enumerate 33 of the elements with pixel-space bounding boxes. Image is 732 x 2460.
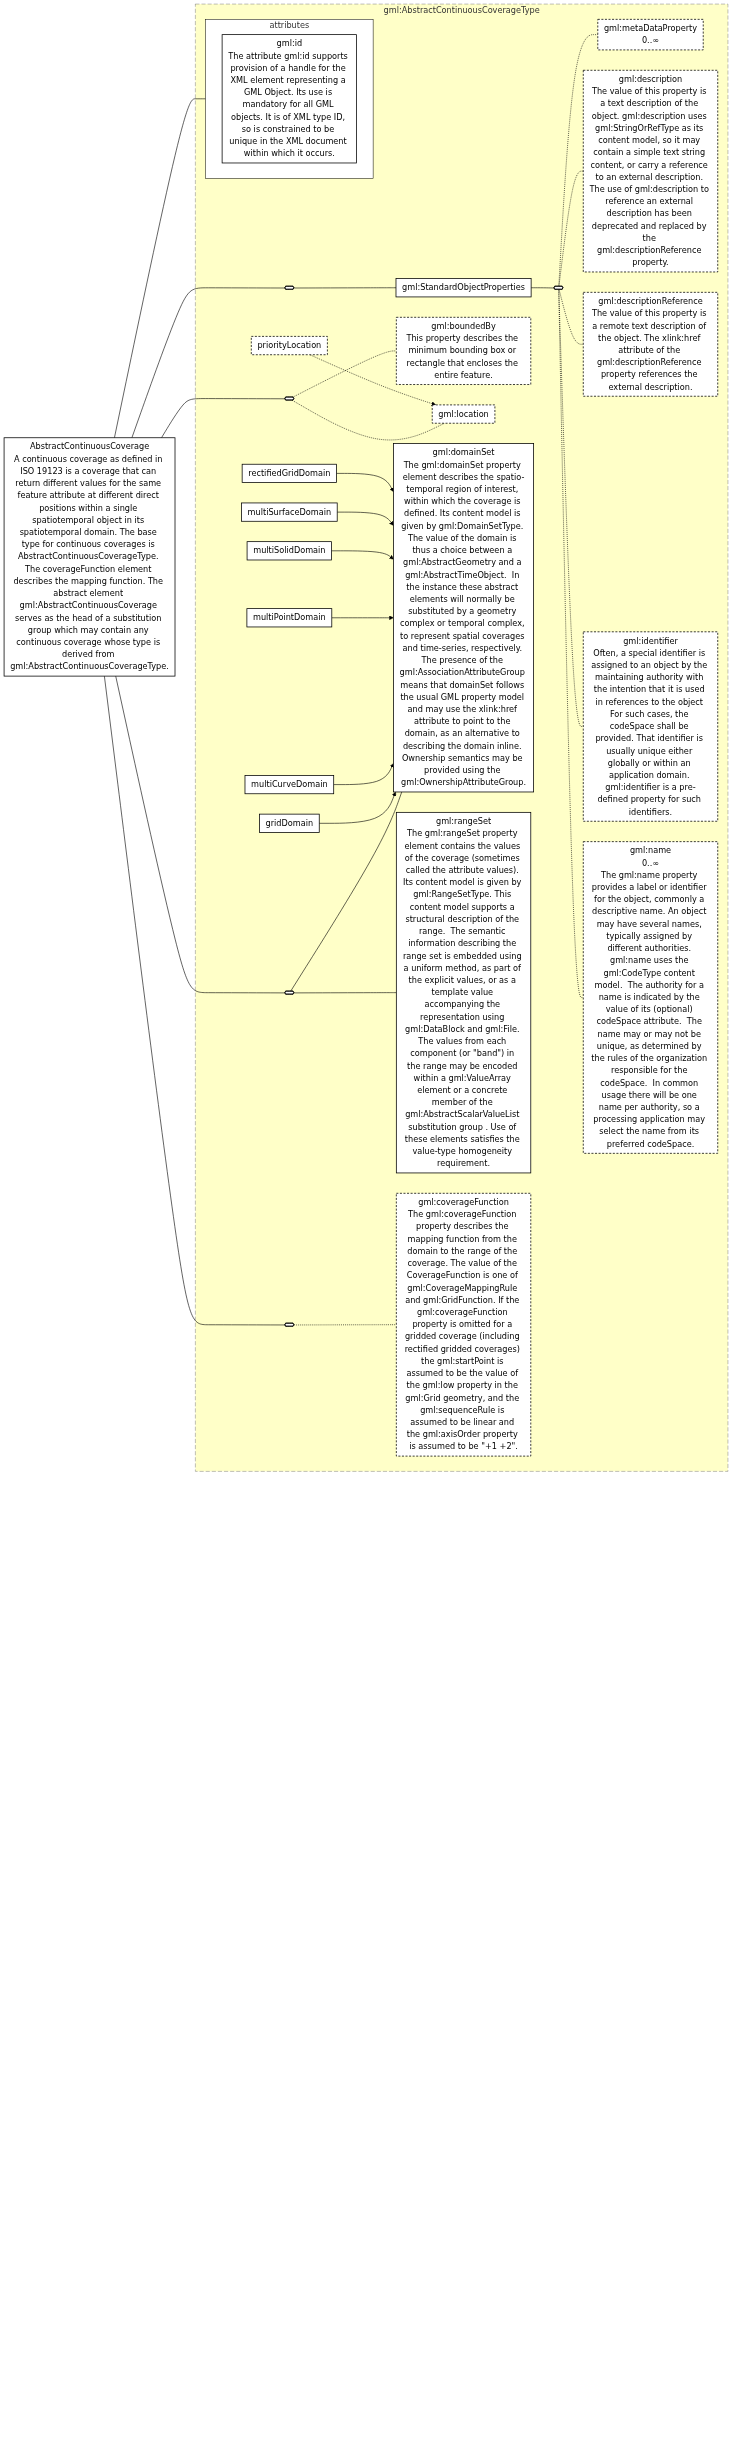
connector: [161, 398, 286, 439]
node-box: gml:rangeSet The gml:rangeSet property element contains the values of the coverage (sometimes called the attribute values). Its content model is given by gml:RangeSetType. This content model supports a structural description of the range. The semantic information describing the range set is embedded using a uniform method, as part of the explicit values, or as a template value accompanying the representation using gml:DataBlock and gml:File. The values from each component (or "band") in the range may be encoded within a gml:ValueArray element or a concrete member of the gml:AbstractScalarValueList substitution group . Use of these elements satisfies the value-type homogeneity requirement.: [395, 811, 532, 1174]
node-box: AbstractContinuousCoverage A continuous coverage as defined in ISO 19123 is a coverage that can return different values for the same feature attribute at different direct positions within a single spatiotemporal object in its spatiotemporal domain. The base type for continuous coverages is AbstractContinuousCoverageType. The coverageFunction element describes the mapping function. The abstract element gml:AbstractContinuousCoverage serves as the head of a substitution group which may contain any continuous coverage whose type is derived from gml:AbstractContinuousCoverageType.: [3, 437, 176, 677]
node-box: gml:coverageFunction The gml:coverageFunction property describes the mapping function from the domain to the range of the coverage. The value of the CoverageFunction is one of gml:CoverageMappingRule and gml:GridFunction. If the gml:coverageFunction property is omitted for a gridded coverage (including rectified gridded coverages) the gml:startPoint is assumed to be the value of the gml:low property in the gml:Grid geometry, and the gml:sequenceRule is assumed to be linear and the gml:axisOrder property is assumed to be "+1 +2".: [395, 1192, 532, 1457]
node-box: gml:location: [431, 404, 496, 424]
node-box: gml:domainSet The gml:domainSet property element describes the spatio-temporal region of interest, within which the coverage is defined. Its content model is given by gml:DomainSetType. The value of the domain is thus a choice between a gml:AbstractGeometry and a gml:AbstractTimeObject. In the instance these abstract elements will normally be substituted by a geometry complex or temporal complex, to represent spatial coverages and time-series, respectively. The presence of the gml:AssociationAttributeGroup means that domainSet follows the usual GML property model and may use the xlink:href attribute to point to the domain, as an alternative to describing the domain inline. Ownership semantics may be provided using the gml:OwnershipAttributeGroup.: [393, 443, 534, 793]
connector: [293, 1324, 397, 1326]
connector: [558, 289, 584, 727]
node-box: gml:identifier Often, a special identifier is assigned to an object by the maintaining authority with the intention that it is used in references to the object For such cases, the codeSpace shall be provided. That identifier is usually unique either globally or within an application domain. gml:identifier is a pre-defined property for such identifiers.: [582, 631, 719, 822]
node-box: gml:id The attribute gml:id supports provision of a handle for the XML element representing a GML Object. Its use is mandatory for all GML objects. It is of XML type ID, so is constrained to be unique in the XML document within which it occurs.: [221, 34, 357, 164]
connector: [291, 400, 445, 441]
connector: [104, 675, 286, 1326]
node-box: priorityLocation: [250, 336, 328, 356]
connector: [131, 287, 286, 439]
connector: [530, 287, 555, 289]
node-box: gml:name 0..∞ The gml:name property provides a label or identifier for the object, commonly a descriptive name. An object may have several names, typically assigned by different authorities. gml:name uses the gml:CodeType content model. The authority for a name is indicated by the value of its (optional) codeSpace attribute. The name may or may not be unique, as determined by the rules of the organization responsible for the codeSpace. In common usage there will be one name per authority, so a processing application may select the name from its preferred codeSpace.: [582, 841, 719, 1154]
node-box: multiSurfaceDomain: [241, 502, 338, 522]
node-box: gml:boundedBy This property describes the minimum bounding box or rectangle that encloses the entire feature.: [395, 316, 532, 385]
node-box: multiPointDomain: [246, 608, 333, 628]
connector: [558, 289, 584, 998]
node-box: multiCurveDomain: [244, 775, 335, 795]
node-box: gridDomain: [259, 813, 320, 833]
node-box: gml:descriptionReference The value of this property is a remote text description of the object. The xlink:href attribute of the gml:descriptionReference property references the external description.: [582, 291, 719, 397]
connector: [293, 992, 397, 994]
connector: [558, 170, 584, 287]
node-box: gml:metaDataProperty 0..∞: [597, 18, 704, 51]
node-box: gml:description The value of this property is a text description of the object. gml:description uses gml:StringOrRefType as its content model, so it may contain a simple text string content, or carry a reference to an external description. The use of gml:description to reference an external description has been deprecated and replaced by the gml:descriptionReference property.: [582, 69, 719, 273]
node-box: gml:StandardObjectProperties: [395, 278, 532, 298]
connector: [115, 675, 286, 994]
connector: [558, 289, 584, 345]
connector: [293, 287, 397, 289]
node-box: multiSolidDomain: [246, 541, 332, 561]
node-box: rectifiedGridDomain: [241, 463, 337, 483]
